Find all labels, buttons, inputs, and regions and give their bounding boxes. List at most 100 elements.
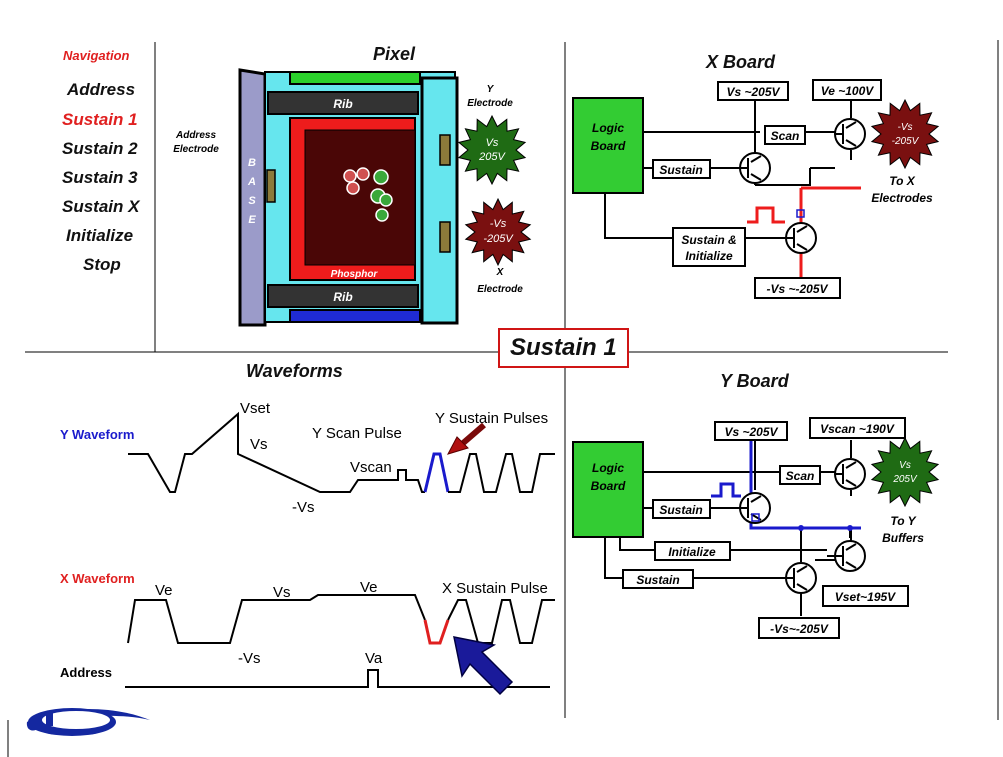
address-waveform-line [125, 669, 550, 688]
nav-item-initialize[interactable]: Initialize [66, 226, 134, 245]
address-electrode-label-1: Address [175, 130, 216, 141]
y-burst-label-2: 205V [478, 151, 506, 163]
nav-item-sustain-1[interactable]: Sustain 1 [62, 110, 138, 129]
x-burst-label-2: -205V [483, 233, 514, 245]
x-to-electrodes-2: Electrodes [871, 191, 933, 205]
x-logic-label-1: Logic [592, 121, 624, 135]
y-blue-marker [751, 513, 760, 522]
nav-item-sustain-2[interactable]: Sustain 2 [62, 139, 138, 158]
x-logic-board [572, 97, 644, 194]
green-strip [289, 71, 421, 85]
pixel-title: Pixel [373, 44, 416, 64]
x-board-title: X Board [706, 52, 776, 72]
base-letter-b: B [248, 157, 256, 169]
x-red-pulse [747, 206, 785, 224]
particles [343, 167, 393, 222]
y-vset-label: Vset~195V [835, 590, 896, 604]
y-vscan-label: Vscan ~190V [820, 422, 895, 436]
rib-top [267, 91, 419, 115]
nav-item-stop[interactable]: Stop [83, 255, 121, 274]
y-vset-box [822, 585, 909, 607]
y-board-diagram: Logic Board [572, 417, 940, 639]
x-scan-label: Scan [771, 129, 800, 143]
x-ve1-label: Ve [155, 582, 173, 599]
y-transistor-neg [785, 562, 817, 594]
x-waveform-line [127, 594, 426, 644]
x-sustain-box [652, 159, 711, 179]
y-board-burst [870, 436, 940, 508]
y-output-line [749, 440, 861, 530]
waveforms-diagram: Y Waveform X Waveform Address Vset Vs Y … [60, 400, 555, 696]
x-sustain-pulse-label: X Sustain Pulse [442, 580, 548, 597]
y-sustain2-box [622, 569, 694, 589]
y-logic-label-2: Board [591, 479, 626, 493]
y-junction-2 [847, 525, 853, 531]
x-board-burst-1: -Vs [898, 122, 913, 133]
y-logic-label-1: Logic [592, 461, 624, 475]
y-scan-box [779, 465, 821, 485]
y-sustain-pulses-label: Y Sustain Pulses [435, 410, 548, 427]
y-scan-pulse-label: Y Scan Pulse [312, 425, 402, 442]
x-blue-marker [796, 209, 805, 218]
x-transistor-sustain [737, 152, 771, 184]
center-title: Sustain 1 [498, 328, 629, 368]
address-electrode [266, 169, 276, 203]
y-vs-box [714, 421, 788, 441]
y-vscan-label: Vscan [350, 459, 392, 476]
y-to-buffers-1: To Y [890, 514, 916, 528]
y-electrode-label-2: Electrode [467, 98, 513, 109]
red-arrow-icon [446, 422, 486, 455]
phosphor-label: Phosphor [331, 269, 379, 280]
base-letter-e: E [248, 214, 256, 226]
x-ve-label: Ve ~100V [821, 84, 875, 98]
rib-bottom [267, 284, 419, 308]
y-initialize-label: Initialize [668, 545, 716, 559]
y-board-title: Y Board [720, 371, 789, 391]
address-va-label: Va [365, 650, 383, 667]
y-neg-vs-box [758, 617, 840, 639]
x-sustain-init-box [672, 227, 746, 267]
y-board-burst-1: Vs [899, 460, 911, 471]
x-burst-label-1: -Vs [490, 218, 507, 230]
nav-item-sustain-3[interactable]: Sustain 3 [62, 168, 138, 187]
y-electrode-label-1: Y [487, 84, 495, 95]
x-neg-vs-label: -Vs [238, 650, 261, 667]
x-board-burst-2: -205V [892, 136, 920, 147]
x-transistor-neg [785, 222, 817, 254]
y-scan-label: Scan [786, 469, 815, 483]
y-transistor-scan [834, 458, 866, 490]
x-ve2-label: Ve [360, 579, 378, 596]
base-plate [238, 68, 267, 327]
x-voltage-burst [464, 197, 532, 267]
y-sustain-label: Sustain [659, 503, 702, 517]
y-waveform-label: Y Waveform [60, 427, 134, 442]
x-transistor-scan [834, 118, 866, 150]
x-waveform-tail [447, 599, 555, 644]
y-logic-board [572, 441, 644, 538]
y-vscan-box [809, 417, 906, 439]
nav-item-address[interactable]: Address [67, 80, 136, 99]
address-label: Address [60, 665, 112, 680]
y-board-burst-2: 205V [892, 474, 918, 485]
rib-top-label: Rib [333, 97, 352, 111]
y-neg-vs-label: -Vs~-205V [770, 622, 829, 636]
y-sustain2-label: Sustain [636, 573, 679, 587]
x-logic-label-2: Board [591, 139, 626, 153]
discharge-space [304, 129, 416, 266]
x-vs-box [717, 81, 789, 101]
rib-bottom-label: Rib [333, 290, 352, 304]
x-neg-vs-box [754, 277, 841, 299]
x-electrode-bar [439, 221, 451, 253]
x-scan-box [764, 125, 806, 145]
x-electrode-label-1: X [496, 267, 505, 278]
navigation-title: Navigation [63, 48, 130, 63]
x-vs-label: Vs [273, 584, 291, 601]
pixel-diagram: Rib Rib Phosphor B A S E Address Electro… [173, 68, 532, 327]
blue-strip [289, 309, 421, 323]
x-board-burst [870, 98, 940, 170]
nav-item-sustain-x[interactable]: Sustain X [62, 197, 140, 216]
x-neg-vs-label: -Vs ~-205V [766, 282, 828, 296]
waveforms-title: Waveforms [246, 361, 343, 381]
